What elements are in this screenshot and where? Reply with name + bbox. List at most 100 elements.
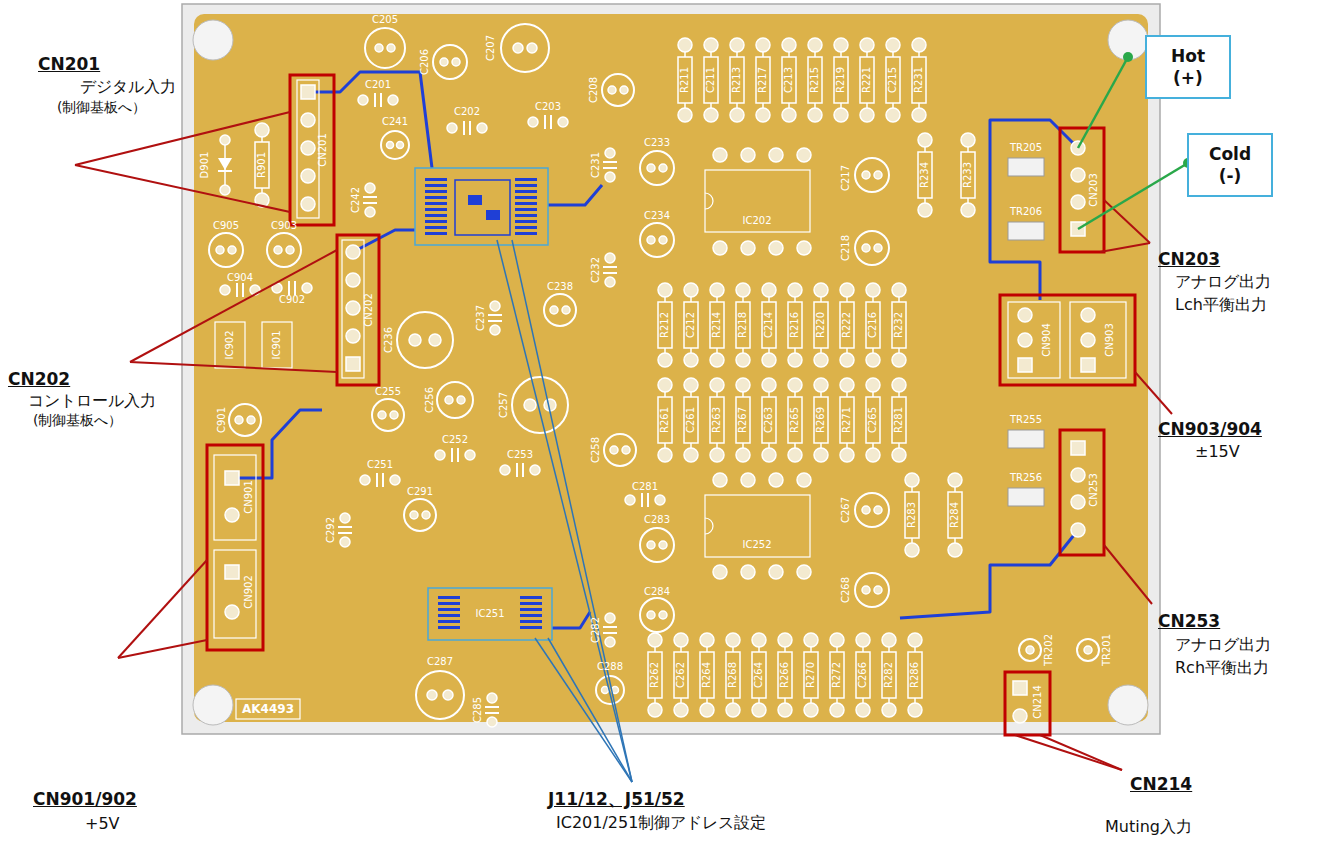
silkscreen-label: R231 [914,67,924,93]
silkscreen-label: C292 [326,517,336,543]
silkscreen-label: IC251 [475,609,504,619]
silkscreen-label: R266 [780,662,790,688]
silkscreen-label: R263 [712,407,722,433]
silkscreen-label: C213 [784,67,794,93]
pin-tag-box: Hot (+) [1145,35,1231,99]
silkscreen-label: C285 [473,697,483,723]
silkscreen-label: C238 [547,282,573,292]
silkscreen-label: C902 [279,295,305,305]
silkscreen-label: CN901 [244,480,254,514]
silkscreen-label: R217 [758,67,768,93]
silkscreen-label: C232 [591,257,601,283]
callout-label: Muting入力 [1105,818,1192,836]
silkscreen-label: TR201 [1102,634,1112,666]
callout-label: CN903/904 [1158,420,1262,440]
silkscreen-label: C266 [858,662,868,688]
silkscreen-label: C267 [841,497,851,523]
silkscreen-label: C231 [591,152,601,178]
silkscreen-label: R281 [894,407,904,433]
silkscreen-label: C208 [589,77,599,103]
callout-label: (制御基板へ） [33,412,122,428]
silkscreen-label: C233 [644,138,670,148]
silkscreen-label: AK4493 [242,703,294,715]
silkscreen-label: R219 [836,67,846,93]
silkscreen-label: C253 [507,450,533,460]
silkscreen-label: IC901 [272,330,282,359]
silkscreen-label: C257 [499,392,509,418]
silkscreen-label: R261 [660,407,670,433]
silkscreen-label: R270 [806,662,816,688]
silkscreen-label: CN902 [244,575,254,609]
silkscreen-label: IC902 [225,330,235,359]
silkscreen-label: C283 [644,515,670,525]
silkscreen-label: C284 [644,587,670,597]
silkscreen-label: R284 [950,502,960,528]
silkscreen-label: R216 [790,312,800,338]
silkscreen-label: R264 [702,662,712,688]
silkscreen-label: D901 [200,152,210,179]
silkscreen-label: CN214 [1033,685,1043,719]
silkscreen-label: R262 [650,662,660,688]
silkscreen-label: C252 [442,435,468,445]
silkscreen-label: C214 [764,312,774,338]
silkscreen-label: C236 [384,327,394,353]
silkscreen-label: C202 [454,107,480,117]
silkscreen-label: C201 [365,80,391,90]
silkscreen-label: R272 [832,662,842,688]
callout-label: J11/12、J51/52 [548,790,685,810]
silkscreen-label: TR255 [1010,415,1042,425]
silkscreen-label: R233 [963,162,973,188]
silkscreen-label: R212 [660,312,670,338]
silkscreen-label: C207 [486,35,496,61]
silkscreen-label: C263 [764,407,774,433]
callout-label: ±15V [1195,443,1240,461]
silkscreen-label: C901 [217,407,227,433]
silkscreen-label: CN203 [1089,173,1099,207]
silkscreen-label: R267 [738,407,748,433]
pin-tag-text: Cold (-) [1209,143,1251,187]
silkscreen-label: CN903 [1105,323,1115,357]
silkscreen-label: TR256 [1010,473,1042,483]
silkscreen-label: CN201 [318,133,328,167]
silkscreen-label: C905 [213,221,239,231]
silkscreen-label: CN904 [1042,323,1052,357]
silkscreen-label: CN253 [1089,473,1099,507]
silkscreen-label: R218 [738,312,748,338]
silkscreen-label: C265 [868,407,878,433]
silkscreen-label: C291 [407,487,433,497]
silkscreen-label: C268 [841,577,851,603]
callout-label: IC201/251制御アドレス設定 [556,814,766,832]
silkscreen-label: R271 [842,407,852,433]
callout-label: CN253 [1158,612,1220,632]
silkscreen-label: C203 [535,102,561,112]
silkscreen-label: C211 [706,67,716,93]
silkscreen-label: R268 [728,662,738,688]
callout-label: コントロール入力 [28,392,156,410]
callout-label: CN201 [38,55,100,75]
silkscreen-label: C261 [686,407,696,433]
callout-label: CN214 [1130,775,1192,795]
silkscreen-label: C212 [686,312,696,338]
silkscreen-label: R265 [790,407,800,433]
silkscreen-label: R222 [842,312,852,338]
silkscreen-label: R213 [732,67,742,93]
silkscreen-label: IC252 [742,540,771,550]
silkscreen-label: TR205 [1010,143,1042,153]
callout-label: CN202 [8,370,70,390]
silkscreen-label: R220 [816,312,826,338]
silkscreen-label: C288 [597,662,623,672]
silkscreen-label: C218 [841,235,851,261]
silkscreen-label: R215 [810,67,820,93]
silkscreen-label: C215 [888,67,898,93]
callout-label: CN901/902 [33,790,137,810]
silkscreen-label: C251 [367,460,393,470]
silkscreen-label: C262 [676,662,686,688]
pin-tag-box: Cold (-) [1187,133,1273,197]
silkscreen-label: C205 [372,15,398,25]
silkscreen-label: C216 [868,312,878,338]
silkscreen-label: C287 [427,657,453,667]
silkscreen-label: C281 [632,482,658,492]
silkscreen-label: R234 [920,162,930,188]
